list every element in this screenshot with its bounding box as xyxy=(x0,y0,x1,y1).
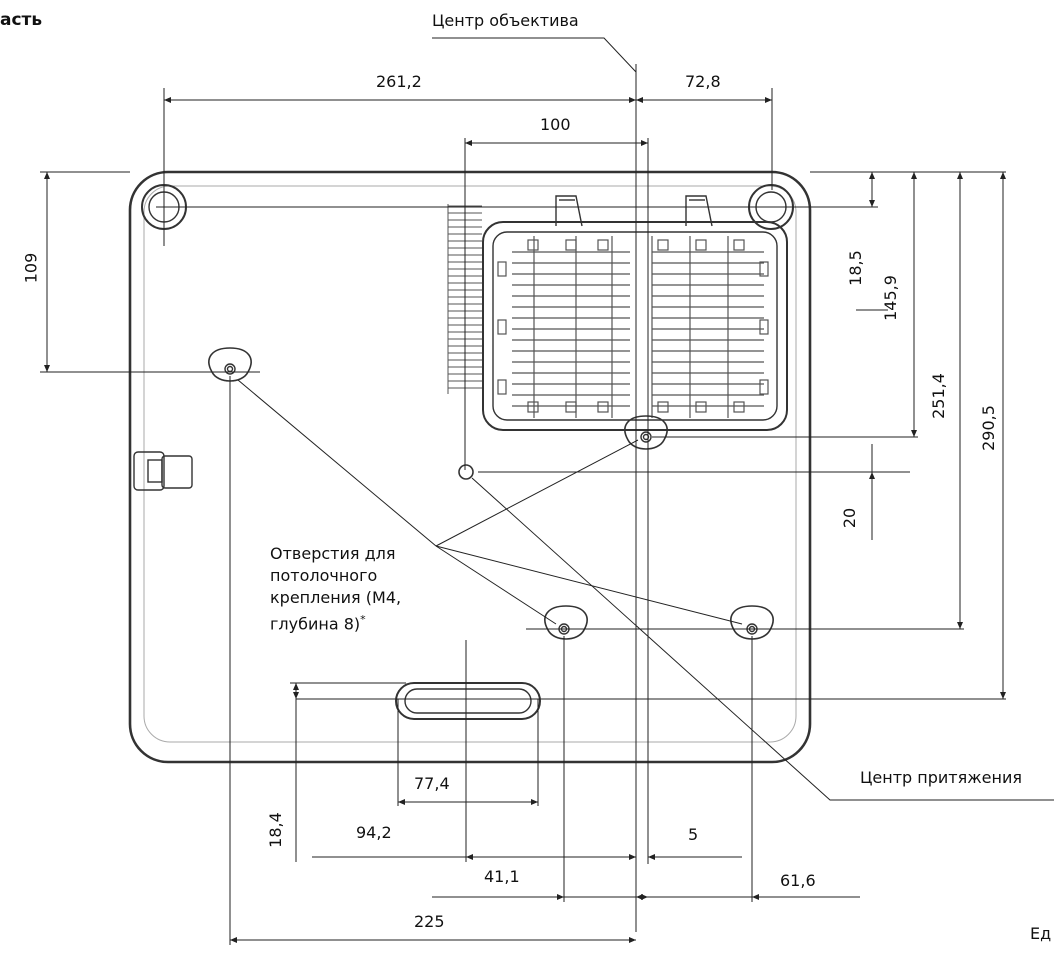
dim-251-4: 251,4 xyxy=(928,373,948,419)
mount-holes-line-4: глубина 8)* xyxy=(270,609,401,635)
gravity-center-marker xyxy=(458,464,474,480)
vent-latch-left xyxy=(555,195,583,227)
dim-94-2: 94,2 xyxy=(356,823,392,842)
dim-109: 109 xyxy=(21,252,41,284)
dim-41-1: 41,1 xyxy=(484,867,520,886)
dim-77-4: 77,4 xyxy=(414,774,450,793)
mount-holes-line-4-text: глубина 8) xyxy=(270,614,361,634)
lens-center-label: Центр объектива xyxy=(432,11,579,30)
dim-145-9: 145,9 xyxy=(880,275,900,321)
mount-hole-3 xyxy=(544,605,588,640)
dim-61-6: 61,6 xyxy=(780,871,816,890)
side-latch xyxy=(133,451,193,491)
dim-100: 100 xyxy=(540,115,571,134)
mount-holes-line-1: Отверстия для xyxy=(270,544,396,563)
units-label: Ед xyxy=(1030,924,1052,943)
mount-hole-2 xyxy=(624,415,668,450)
gravity-center-label: Центр притяжения xyxy=(860,768,1022,787)
dim-20: 20 xyxy=(840,507,860,529)
mount-holes-line-3: крепления (M4, xyxy=(270,588,402,607)
projector-body-outline xyxy=(128,170,812,764)
gravity-center-leader xyxy=(471,477,1054,801)
lens-center-leader xyxy=(432,37,637,73)
mount-holes-line-2: потолочного xyxy=(270,566,378,585)
mount-holes-footnote: * xyxy=(360,613,366,626)
mount-holes-callout: Отверстия для потолочного крепления (M4,… xyxy=(270,543,401,635)
dim-72-8: 72,8 xyxy=(685,72,721,91)
rear-foot-slot xyxy=(395,682,541,720)
dim-225: 225 xyxy=(414,912,445,931)
dim-261-2: 261,2 xyxy=(376,72,422,91)
projector-body-inner-outline xyxy=(143,185,797,743)
section-heading: асть xyxy=(0,10,43,30)
vent-cover xyxy=(482,221,788,431)
side-vent-grille xyxy=(447,204,482,394)
dim-290-5: 290,5 xyxy=(978,405,998,451)
dim-18-5: 18,5 xyxy=(845,250,865,286)
dim-18-4: 18,4 xyxy=(265,812,285,848)
vent-latch-right xyxy=(685,195,713,227)
dim-5: 5 xyxy=(688,825,699,844)
